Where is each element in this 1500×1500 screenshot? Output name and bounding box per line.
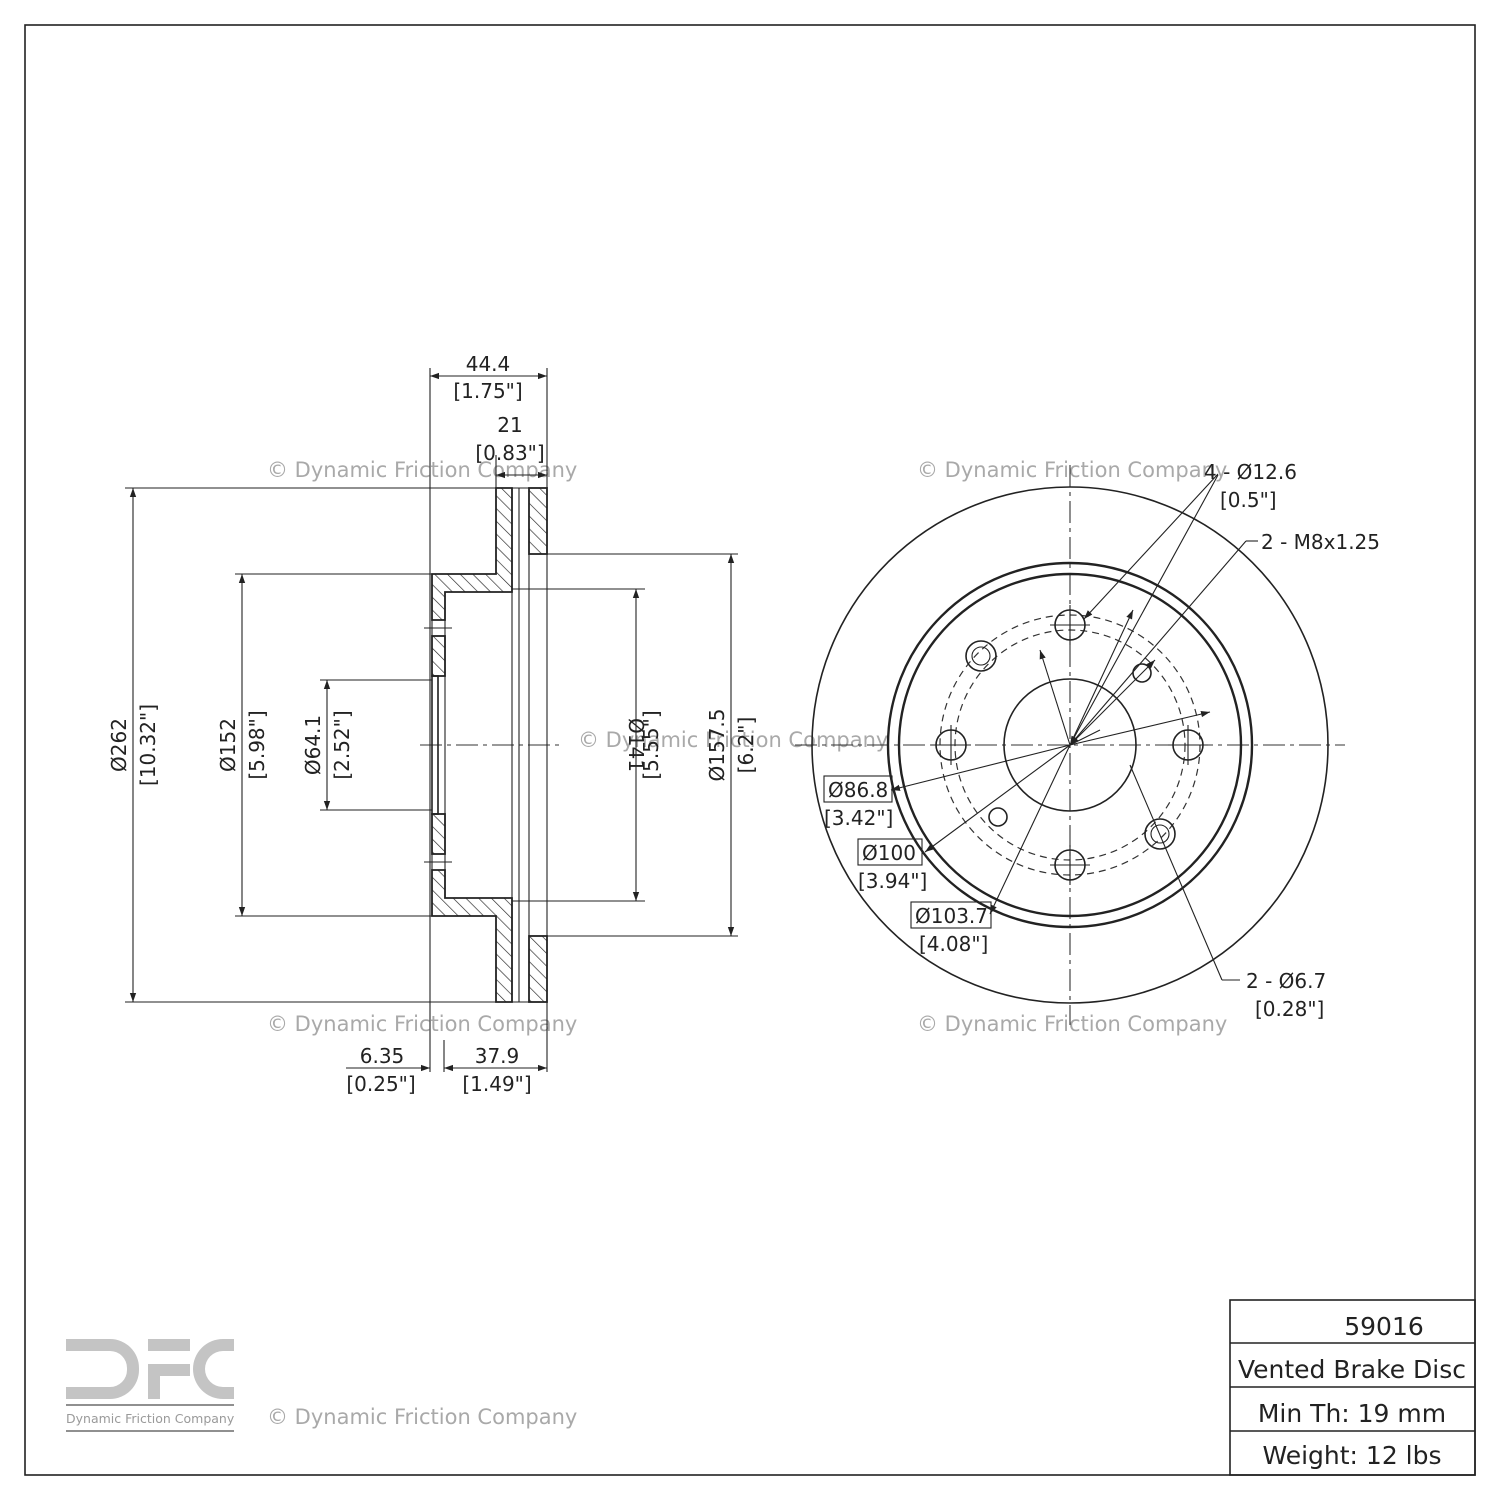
- rotor-thickness-mm: 21: [497, 413, 522, 437]
- center-bore: [1003, 678, 1137, 812]
- bolt-holes: [931, 605, 1208, 885]
- face-view: Ø86.8 [3.42"] Ø100 [3.94"] Ø103.7 [4.08"…: [795, 460, 1380, 1025]
- rotor-outboard-plate-upper: [528, 487, 548, 555]
- watermark-text: © Dynamic Friction Company: [267, 1405, 577, 1429]
- inner-hat-diameter-mm: Ø141: [624, 718, 648, 772]
- rotor-outboard-plate-lower: [528, 935, 548, 1003]
- friction-inner-diameter-mm: Ø157.5: [705, 709, 729, 782]
- outer-diameter-mm: Ø262: [107, 718, 131, 772]
- hat-diameter-mm: Ø152: [216, 718, 240, 772]
- rotor-thickness-in: [0.83"]: [475, 441, 544, 465]
- hat-height-in: [1.49"]: [462, 1072, 531, 1096]
- hat-offset-mm: 6.35: [360, 1044, 405, 1068]
- center-bore-in: [2.52"]: [330, 710, 354, 779]
- dfc-logo: Dynamic Friction Company: [66, 1339, 235, 1432]
- threaded-holes: [965, 640, 1176, 850]
- pcd-2-box: [857, 838, 923, 866]
- pcd-3-in: [4.08"]: [919, 932, 988, 956]
- weight: Weight: 12 lbs: [1262, 1441, 1441, 1470]
- watermark-text: © Dynamic Friction Company: [917, 1012, 1227, 1036]
- leader-lines: [890, 473, 1258, 981]
- title-block: 59016 Vented Brake Disc Min Th: 19 mm We…: [1229, 1299, 1476, 1476]
- pcd-1-in: [3.42"]: [824, 806, 893, 830]
- pcd-2-in: [3.94"]: [858, 869, 927, 893]
- outer-diameter-in: [10.32"]: [136, 704, 160, 786]
- overall-width-mm: 44.4: [466, 352, 511, 376]
- pcd-2-mm: Ø100: [862, 841, 916, 865]
- center-bore-mm: Ø64.1: [301, 715, 325, 775]
- hat-outer-edge: [897, 572, 1243, 918]
- logo-letter-c: [193, 1339, 234, 1399]
- hat-height-mm: 37.9: [475, 1044, 520, 1068]
- pcd-3-box: [910, 901, 992, 929]
- overall-width-in: [1.75"]: [453, 379, 522, 403]
- hat-diameter-in: [5.98"]: [245, 710, 269, 779]
- bolt-holes-mm: 4 - Ø12.6: [1204, 460, 1297, 484]
- dimension-lines: [129, 372, 735, 1072]
- extension-lines: [125, 368, 738, 1072]
- rotor-section-lower: [431, 869, 513, 1003]
- watermark-text: © Dynamic Friction Company: [917, 458, 1227, 482]
- hub-face-lower: [431, 813, 446, 855]
- logo-letter-f-top: [148, 1339, 190, 1351]
- bolt-holes-in: [0.5"]: [1220, 488, 1277, 512]
- logo-letter-f-stem: [148, 1364, 160, 1399]
- section-view: 44.4 [1.75"] 21 [0.83"] 6.35 [0.25"] 37.…: [107, 352, 758, 1096]
- logo-letter-d: [66, 1339, 139, 1399]
- watermark-text: © Dynamic Friction Company: [267, 1012, 577, 1036]
- part-description: Vented Brake Disc: [1238, 1355, 1466, 1384]
- small-holes: [988, 663, 1152, 827]
- friction-ring-inner: [886, 561, 1254, 929]
- rotor-outer-edge: [811, 486, 1329, 1004]
- pcd-1-box: [823, 775, 893, 803]
- drawing-border: [24, 24, 1476, 1476]
- part-number: 59016: [1344, 1312, 1424, 1341]
- small-holes-in: [0.28"]: [1255, 997, 1324, 1021]
- rotor-section-upper: [431, 487, 513, 621]
- hub-face-upper: [431, 635, 446, 677]
- inner-hat-diameter-in: [5.55"]: [639, 710, 663, 779]
- small-holes-mm: 2 - Ø6.7: [1246, 969, 1326, 993]
- hat-offset-in: [0.25"]: [346, 1072, 415, 1096]
- threaded-holes-mm: 2 - M8x1.25: [1261, 530, 1380, 554]
- watermarks: © Dynamic Friction Company © Dynamic Fri…: [267, 458, 1227, 1429]
- pcd-3-mm: Ø103.7: [915, 904, 988, 928]
- pcd-1-mm: Ø86.8: [828, 778, 888, 802]
- min-thickness: Min Th: 19 mm: [1258, 1399, 1446, 1428]
- friction-inner-diameter-in: [6.2"]: [734, 717, 758, 774]
- logo-caption: Dynamic Friction Company: [66, 1411, 235, 1426]
